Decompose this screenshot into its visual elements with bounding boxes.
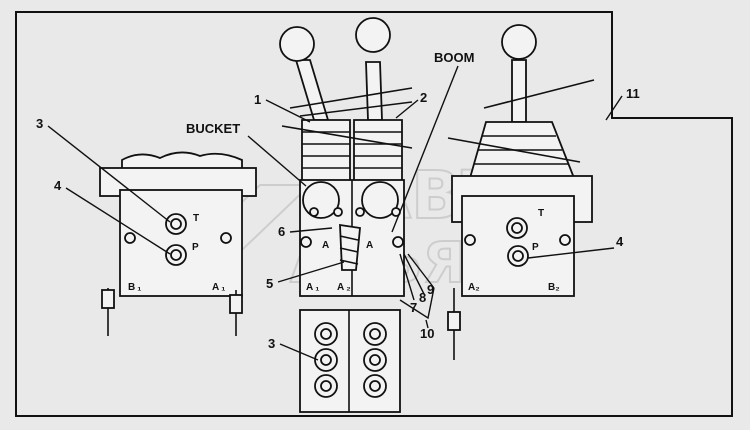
boom-lever-shaft	[365, 61, 383, 121]
port-panel-ports	[314, 322, 387, 398]
left-port-b1-mark: B ₁	[128, 282, 141, 293]
callout-4-left: 4	[54, 178, 62, 193]
right-lever-plane-lines	[447, 79, 595, 163]
callout-5: 5	[266, 276, 273, 291]
bottom-port-panel	[299, 309, 401, 413]
right-valve: T P A₂ B₂	[447, 24, 595, 360]
middle-valve: A A A ₁ A ₂	[279, 17, 413, 297]
boom-lever-boot	[353, 119, 403, 183]
mid-port-a2-mark: A ₂	[337, 282, 351, 293]
callout-3-left: 3	[36, 116, 43, 131]
right-port-b2-mark: B₂	[548, 282, 560, 293]
callout-10: 10	[420, 326, 434, 341]
left-hose-fitting	[101, 289, 115, 309]
left-hose-fitting	[229, 294, 243, 314]
callout-4-right: 4	[616, 234, 624, 249]
right-lever-shaft	[511, 59, 527, 123]
bucket-lever-shaft	[294, 59, 330, 121]
left-valve-broken-top	[121, 151, 243, 171]
leader-lines	[47, 65, 623, 361]
mid-port-a-left-mark: A	[322, 240, 329, 251]
left-valve-body	[119, 189, 243, 297]
right-hose-fitting	[447, 311, 461, 331]
relief-valve	[339, 223, 361, 271]
left-valve-bolt	[124, 232, 136, 244]
callout-8: 8	[419, 290, 426, 305]
mid-port-a1-mark: A ₁	[306, 282, 319, 293]
callout-9: 9	[427, 282, 434, 297]
right-port-a2-mark: A₂	[468, 282, 480, 293]
boom-valve-cap	[361, 181, 399, 219]
left-port-a1-mark: A ₁	[212, 282, 225, 293]
boom-label: BOOM	[434, 50, 474, 65]
bucket-lever-knob	[279, 26, 315, 62]
cab-floor-outline	[15, 11, 733, 417]
callouts: 1 2 3 4 BUCKET BOOM 6 5 7 8 9 10 3 4 11	[36, 50, 640, 351]
bucket-lever-boot	[301, 119, 351, 183]
left-port-p-mark: P	[192, 242, 199, 253]
right-port-p-mark: P	[532, 242, 539, 253]
right-lever-knob	[501, 24, 537, 60]
boom-lever-knob	[355, 17, 391, 53]
lever-plane-lines	[281, 87, 413, 149]
mid-port-a-right-mark: A	[366, 240, 373, 251]
callout-6: 6	[278, 224, 285, 239]
callout-1: 1	[254, 92, 261, 107]
callout-7: 7	[410, 300, 417, 315]
callout-11: 11	[626, 86, 640, 101]
left-port-t-mark: T	[193, 213, 199, 224]
bucket-label: BUCKET	[186, 121, 240, 136]
callout-3-bottom: 3	[268, 336, 275, 351]
callout-2: 2	[420, 90, 427, 105]
left-valve-bolt	[220, 232, 232, 244]
left-valve: T P B ₁ A ₁	[99, 151, 257, 336]
right-port-t-mark: T	[538, 208, 544, 219]
